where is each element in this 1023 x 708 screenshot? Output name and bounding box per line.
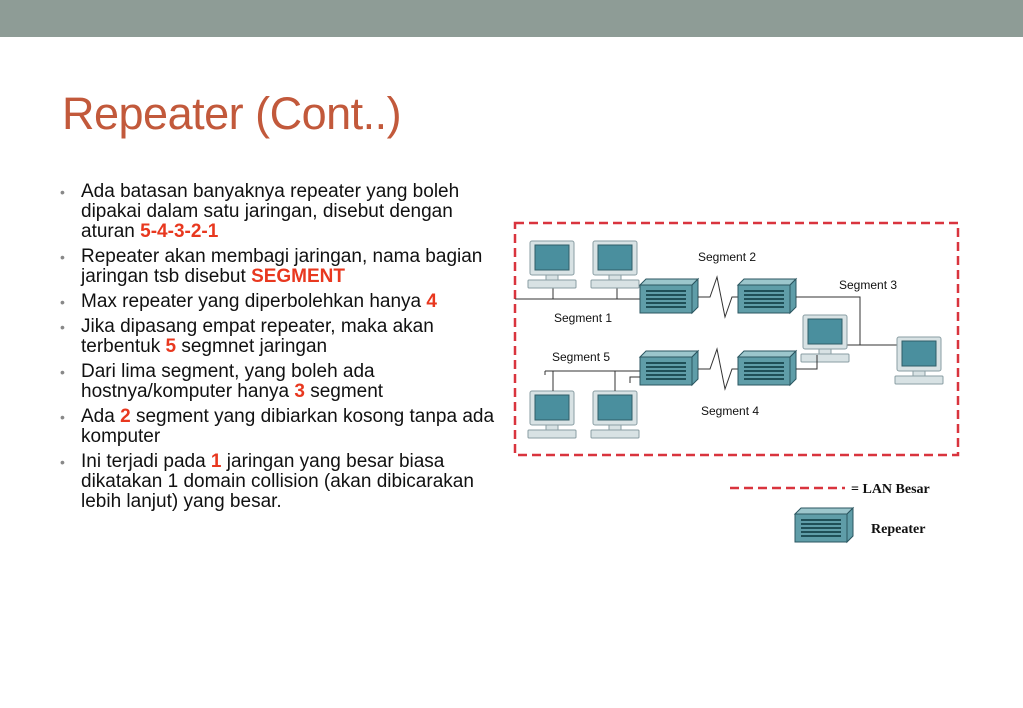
bullet-text: Repeater akan membagi jaringan, nama bag… (81, 246, 483, 287)
bullet-dot-icon: • (60, 364, 65, 380)
bullet-text: Ini terjadi pada (81, 451, 211, 472)
repeater-icon (737, 350, 797, 386)
bullet-text: Ada batasan banyaknya repeater yang bole… (81, 181, 460, 242)
bullet-highlight: 5 (165, 336, 177, 357)
bullet-highlight: 1 (210, 451, 222, 472)
bullet-item: • Ada 2 segment yang dibiarkan kosong tan… (60, 407, 500, 447)
segment-3-wire (796, 296, 905, 346)
bullet-text-after: segmnet jaringan (176, 336, 328, 357)
bullet-item: • Max repeater yang diperbolehkan hanya 4 (60, 292, 500, 312)
bullet-text-after: segment yang dibiarkan kosong tanpa ada … (81, 406, 495, 447)
bullet-item: • Repeater akan membagi jaringan, nama ba… (60, 247, 500, 287)
bullet-highlight: 3 (294, 381, 305, 402)
pc-icon (800, 314, 850, 363)
pc-icon (527, 240, 577, 289)
network-diagram: Segment 2 Segment 3 Segment 1 Segment 5 … (513, 221, 960, 543)
pc-icon (590, 240, 640, 289)
slide-title: Repeater (Cont..) (62, 88, 402, 139)
segment-3-label: Segment 3 (839, 278, 897, 292)
bullet-text-after: segment (304, 381, 384, 402)
bullet-text: Dari lima segment, yang boleh ada hostny… (81, 361, 375, 402)
legend-repeater-label: Repeater (871, 522, 925, 537)
segment-1-label: Segment 1 (554, 311, 612, 325)
bullet-highlight: 2 (120, 406, 131, 427)
bullet-item: • Jika dipasang empat repeater, maka akan… (60, 317, 500, 357)
segment-2-link (698, 275, 738, 319)
bullet-dot-icon: • (60, 184, 65, 200)
pc-icon (590, 390, 640, 439)
bullet-text: Jika dipasang empat repeater, maka akan … (81, 316, 434, 357)
repeater-icon (639, 278, 699, 314)
bullet-dot-icon: • (60, 409, 65, 425)
segment-5-label: Segment 5 (552, 350, 610, 364)
bullet-list: • Ada batasan banyaknya repeater yang bol… (60, 182, 500, 517)
bullet-item: • Dari lima segment, yang boleh ada hostn… (60, 362, 500, 402)
lower-host-wire (629, 376, 640, 383)
bullet-dot-icon: • (60, 454, 65, 470)
lan-boundary (513, 221, 960, 457)
repeater-icon (639, 350, 699, 386)
bullet-item: • Ada batasan banyaknya repeater yang bol… (60, 182, 500, 242)
top-bar (0, 0, 1023, 37)
bullet-highlight: 4 (426, 291, 437, 312)
bullet-dot-icon: • (60, 249, 65, 265)
bullet-text-after: jaringan yang besar biasa dikatakan 1 do… (81, 451, 474, 512)
legend-lan-label: = LAN Besar (851, 482, 930, 497)
bullet-text: Max repeater yang diperbolehkan hanya (81, 291, 427, 312)
segment-4-label: Segment 4 (701, 404, 759, 418)
bullet-highlight: 5-4-3-2-1 (140, 221, 219, 242)
segment-2-label: Segment 2 (698, 250, 756, 264)
pc-icon (894, 336, 944, 385)
bullet-dot-icon: • (60, 319, 65, 335)
repeater-icon (737, 278, 797, 314)
bullet-item: • Ini terjadi pada 1 jaringan yang besar … (60, 452, 500, 512)
pc-icon (527, 390, 577, 439)
bullet-text: Ada (81, 406, 121, 427)
legend-repeater-icon (794, 507, 854, 543)
bullet-highlight: SEGMENT (251, 266, 346, 287)
bullet-dot-icon: • (60, 294, 65, 310)
segment-4-link (698, 347, 738, 391)
